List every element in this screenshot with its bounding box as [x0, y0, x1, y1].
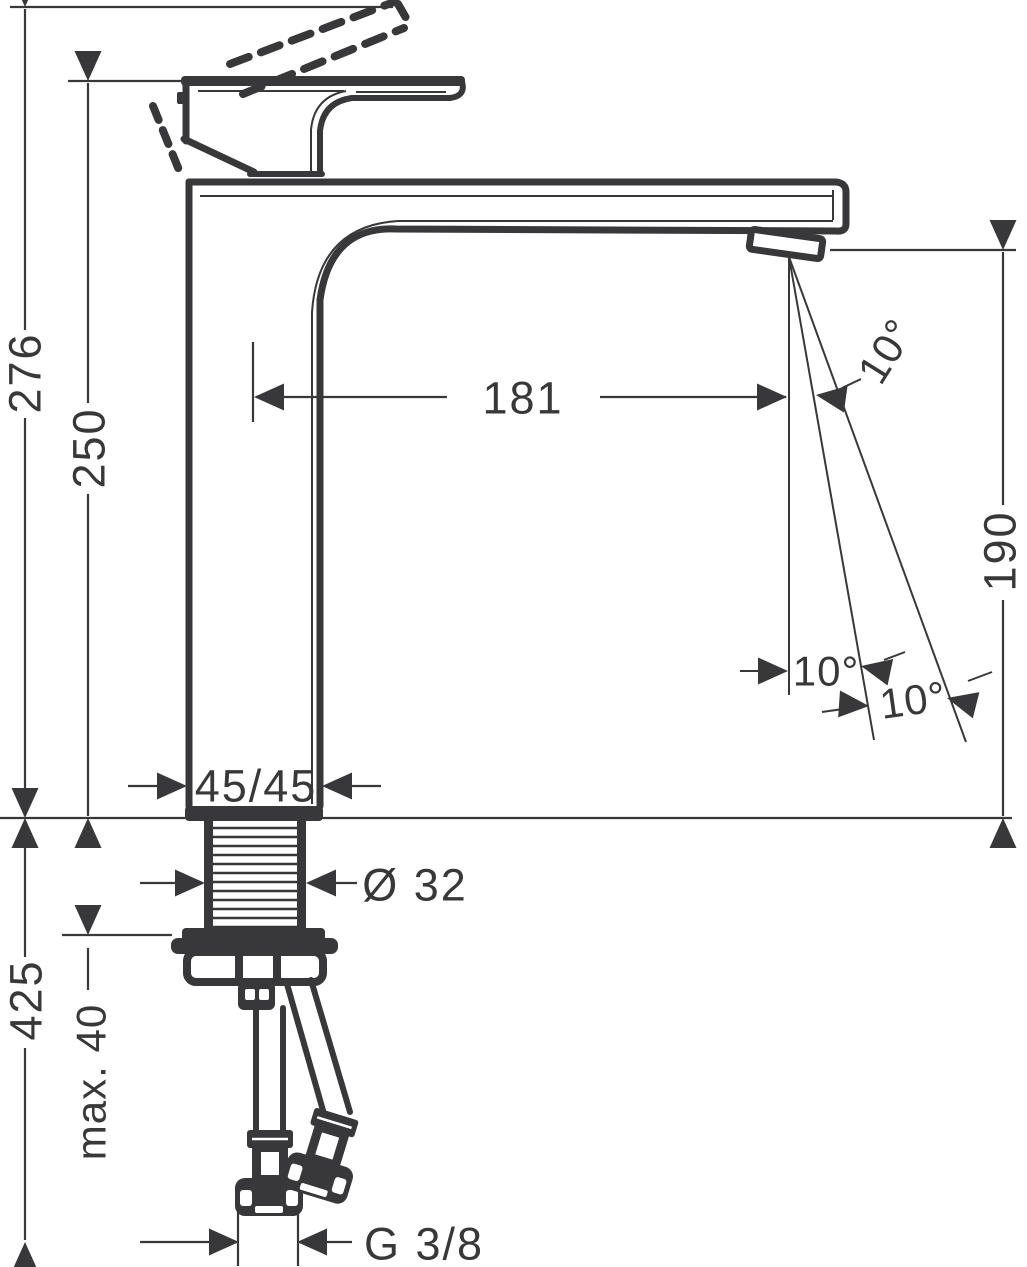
handle-lever [181, 76, 466, 177]
arrowhead [74, 818, 102, 848]
dimension-hose-thread: G 3/8 [140, 1219, 484, 1267]
dim-label-spout-reach: 181 [482, 373, 563, 424]
aerator-outlet [745, 225, 827, 263]
arrowhead [11, 788, 39, 818]
handle-pivot-nub [177, 92, 187, 104]
arrowhead [816, 385, 848, 413]
arrowhead [297, 1228, 327, 1256]
dimension-base-square: 45/45 [128, 761, 381, 812]
arrowhead [758, 657, 788, 685]
threaded-shaft [204, 820, 306, 932]
angle-label-lower: 10° [877, 672, 949, 728]
lever-neck [317, 95, 355, 177]
fan-line-10deg [788, 256, 875, 741]
dimension-max-mounting: max. 40 [68, 905, 115, 1160]
flange-plate [182, 928, 325, 941]
dim-label-outlet-height: 190 [975, 510, 1026, 591]
dim-label-height-to-deck: 250 [64, 407, 115, 488]
aerator [745, 225, 827, 263]
dimension-below-counter: 425 [1, 788, 52, 1267]
arrowhead [322, 772, 352, 800]
angle-annotation-mid: 10° [740, 648, 906, 695]
column-base [185, 806, 323, 821]
dim-label-max-mounting: max. 40 [68, 1004, 115, 1160]
faucet-outline [149, 0, 850, 821]
dimension-shaft-diameter: Ø 32 [140, 860, 468, 911]
hose-vertical [235, 1005, 303, 1216]
handle-body [177, 77, 325, 177]
arrowhead [175, 869, 205, 897]
dimension-height-to-deck: 250 [64, 51, 115, 848]
spray-angle-lines [788, 256, 967, 743]
arrowhead [157, 772, 187, 800]
arrowhead [757, 383, 787, 411]
hose-diagonal [281, 977, 359, 1204]
arrowhead [989, 220, 1017, 250]
dim-label-base-square: 45/45 [195, 761, 318, 812]
dim-label-below-counter: 425 [1, 959, 52, 1040]
dimension-outlet-height: 190 [975, 220, 1026, 848]
mounting-nut [183, 948, 327, 986]
fan-line-20deg [788, 256, 967, 743]
arrowhead [989, 818, 1017, 848]
arrowhead [74, 51, 102, 81]
spout-outline [185, 178, 850, 810]
dim-label-total-height: 276 [0, 332, 51, 413]
angle-annotation-lower: 10° [821, 671, 993, 728]
angle-annotation-upper: 10° [816, 310, 924, 413]
arrowhead [947, 692, 980, 719]
extension-lines [0, 5, 1016, 1266]
arrowhead [11, 1242, 39, 1267]
hose-adapter [238, 982, 275, 1010]
fixation-assembly [171, 820, 338, 1010]
angle-label-mid: 10° [793, 648, 860, 695]
dim-label-hose-thread: G 3/8 [364, 1219, 484, 1267]
arrowhead [306, 869, 336, 897]
lever-top-plate [181, 76, 465, 86]
dimension-spout-reach: 181 [254, 373, 787, 424]
supply-hoses [235, 977, 359, 1216]
spout-and-column [185, 178, 850, 821]
arrowhead [254, 383, 284, 411]
arrowhead [838, 690, 869, 718]
dim-label-shaft-diameter: Ø 32 [362, 860, 468, 911]
dimension-total-height: 276 [0, 0, 51, 848]
arrowhead [861, 659, 894, 686]
arrowhead [74, 905, 102, 935]
arrowhead [209, 1228, 239, 1256]
